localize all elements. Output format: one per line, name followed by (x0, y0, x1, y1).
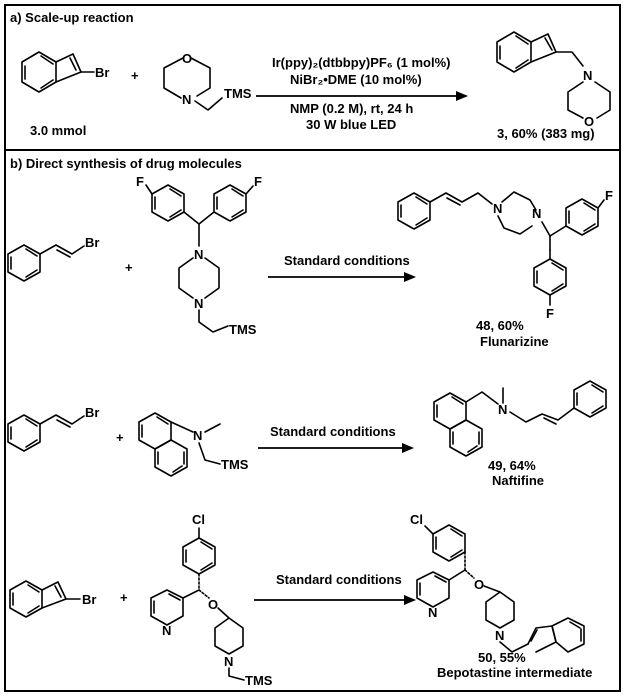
flunarizine-name: Flunarizine (480, 334, 549, 349)
fluorine-atom-label: F (254, 174, 262, 189)
nitrogen-atom-label: N (194, 296, 203, 311)
nitrogen-atom-label: N (193, 428, 202, 443)
tms-label: TMS (245, 673, 273, 688)
bromoindene-structure-2: Br (9, 580, 96, 618)
bis-fluorophenyl-piperazine-tms: F F N N TMS (136, 174, 262, 337)
nitrogen-atom-label: N (583, 68, 592, 83)
bromoindene-structure: Br (21, 51, 109, 93)
bromine-atom-label: Br (85, 405, 99, 420)
vinyl-bromide-1: Br (7, 235, 99, 282)
arrow-head (404, 595, 416, 605)
naftifine-name: Naftifine (492, 473, 544, 488)
oxygen-atom-label: O (584, 114, 594, 129)
vinyl-bromide-2: Br (7, 405, 99, 452)
section-a-header: a) Scale-up reaction (10, 10, 134, 25)
nitrogen-atom-label: N (428, 605, 437, 620)
fluorine-atom-label: F (546, 306, 554, 321)
plus-sign: + (131, 68, 139, 83)
product-3-structure: N O (496, 31, 611, 129)
bromine-atom-label: Br (95, 65, 109, 80)
figure-frame (4, 4, 621, 692)
fluorine-atom-label: F (136, 174, 144, 189)
tms-label: TMS (229, 322, 257, 337)
nitrogen-atom-label: N (532, 206, 541, 221)
oxygen-atom-label: O (208, 597, 218, 612)
naftifine-yield: 49, 64% (488, 458, 536, 473)
condition-nickel: NiBr₂•DME (10 mol%) (290, 72, 422, 87)
standard-conditions-2: Standard conditions (270, 424, 396, 439)
condition-catalyst: Ir(ppy)₂(dtbbpy)PF₆ (1 mol%) (272, 55, 451, 70)
bepotastine-name: Bepotastine intermediate (437, 665, 592, 680)
oxygen-atom-label: O (474, 577, 484, 592)
plus-sign: + (116, 430, 124, 445)
plus-sign: + (125, 260, 133, 275)
arrow-head (402, 443, 414, 453)
nitrogen-atom-label: N (495, 628, 504, 643)
bepotastine-intermediate-structure: Cl N O N (410, 512, 585, 653)
nitrogen-atom-label: N (493, 201, 502, 216)
standard-conditions-1: Standard conditions (284, 253, 410, 268)
chlorine-atom-label: Cl (410, 512, 423, 527)
naftifine-structure: N (433, 380, 607, 457)
morpholinomethyl-tms-structure: O N TMS (163, 51, 252, 111)
plus-sign: + (120, 590, 128, 605)
bromine-atom-label: Br (85, 235, 99, 250)
condition-light: 30 W blue LED (306, 117, 396, 132)
flunarizine-yield: 48, 60% (476, 318, 524, 333)
oxygen-atom-label: O (182, 51, 192, 66)
fluorine-atom-label: F (605, 188, 613, 203)
standard-conditions-3: Standard conditions (276, 572, 402, 587)
reactant-amount: 3.0 mmol (30, 123, 86, 138)
chlorine-atom-label: Cl (192, 512, 205, 527)
arrow-head (456, 91, 468, 101)
chlorophenyl-pyridyl-piperidine-tms: Cl N O N TMS (150, 512, 273, 688)
bepotastine-yield: 50, 55% (478, 650, 526, 665)
bromine-atom-label: Br (82, 592, 96, 607)
tms-label: TMS (221, 457, 249, 472)
condition-solvent: NMP (0.2 M), rt, 24 h (290, 101, 413, 116)
nitrogen-atom-label: N (224, 654, 233, 669)
nitrogen-atom-label: N (162, 623, 171, 638)
product-3-yield: 3, 60% (383 mg) (497, 126, 595, 141)
flunarizine-structure: N N F F (397, 188, 613, 321)
nitrogen-atom-label: N (194, 247, 203, 262)
naphthylamine-tms: N TMS (138, 412, 249, 477)
tms-label: TMS (224, 86, 252, 101)
arrow-head (404, 272, 416, 282)
section-divider (4, 149, 621, 151)
nitrogen-atom-label: N (182, 92, 191, 107)
nitrogen-atom-label: N (498, 402, 507, 417)
section-b-header: b) Direct synthesis of drug molecules (10, 156, 242, 171)
